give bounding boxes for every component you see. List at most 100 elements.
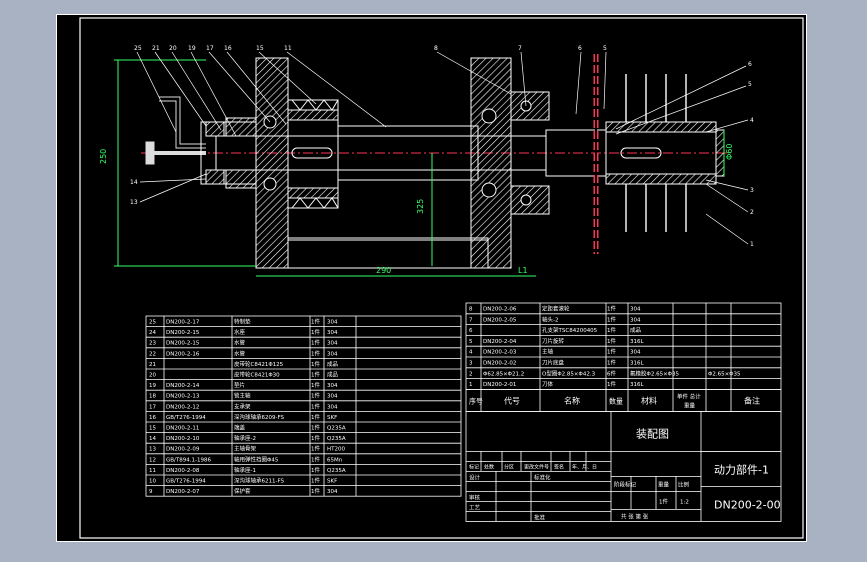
part-material: 304 (327, 404, 338, 410)
part-code: DN200-2-09 (166, 447, 200, 453)
callout-16: 16 (224, 45, 232, 52)
part-code: DN200-2-05 (483, 317, 517, 323)
part-qty: 6件 (607, 369, 616, 377)
revision-col: 标记 (469, 463, 479, 470)
part-material: 成品 (327, 360, 339, 368)
assembly-view (114, 51, 749, 277)
callout-7: 7 (518, 45, 522, 52)
part-name: 轴用弹性挡圈Φ45 (234, 455, 279, 463)
role-1: 标准化 (534, 473, 551, 481)
part-no: 16 (149, 415, 156, 421)
part-no: 10 (149, 479, 156, 485)
callout-3: 3 (750, 187, 754, 194)
assembly-label: 装配图 (636, 427, 669, 440)
part-material: 304 (327, 341, 338, 347)
header-weight: 单件 总计 (677, 392, 701, 400)
part-name: 轴承座-1 (234, 466, 256, 474)
stage-col: 比例 (678, 480, 690, 488)
stage-col: 重量 (658, 480, 670, 488)
part-material: 316L (630, 361, 644, 367)
part-code: DN200-2-02 (483, 361, 516, 367)
part-material: 成品 (327, 371, 339, 379)
part-no: 12 (149, 457, 156, 463)
part-material: 316L (630, 339, 644, 345)
part-material: 65Mn (327, 457, 343, 463)
part-qty: 1件 (311, 381, 320, 389)
part-code: Φ62.85×Φ21.2 (483, 371, 524, 377)
callout-6: 6 (578, 45, 582, 52)
callout-6-right: 6 (748, 61, 752, 68)
part-material: Q235A (327, 436, 346, 442)
header-weight-sub: 重量 (684, 401, 696, 409)
part-code: DN200-2-12 (166, 404, 199, 410)
dim-shaft-height: 325 (416, 199, 425, 214)
header-no: 序号 (469, 396, 483, 405)
part-qty: 1件 (311, 392, 320, 400)
part-code: DN200-2-07 (166, 489, 200, 495)
part-material: SKF (327, 415, 337, 421)
part-name: 保护套 (234, 487, 251, 495)
role-3: 工艺 (469, 504, 481, 511)
part-qty: 1件 (311, 371, 320, 379)
drawing-title: 动力部件-1 (714, 462, 769, 476)
part-name: 定距套滚轮 (542, 305, 570, 313)
part-code: DN200-2-06 (483, 307, 517, 313)
role-4: 批准 (534, 513, 546, 521)
revision-col: 分区 (504, 463, 514, 470)
part-no: 13 (149, 447, 156, 453)
part-qty: 1件 (607, 315, 616, 323)
callout-13: 13 (130, 199, 138, 206)
part-code: DN200-2-08 (166, 468, 200, 474)
callout-25: 25 (134, 45, 142, 52)
front-bearing-housing (470, 57, 512, 269)
part-material: SKF (327, 479, 337, 485)
header-qty: 数量 (609, 396, 623, 405)
part-no: 3 (469, 361, 473, 367)
outer-border (56, 14, 807, 542)
part-name: 主轴 (542, 348, 554, 356)
header-note: 备注 (744, 395, 760, 405)
callout-4: 4 (750, 117, 754, 124)
part-name: 孔支架TSC84200405 (542, 326, 598, 334)
part-name: 端盖 (234, 424, 246, 432)
role-2: 审核 (469, 493, 481, 501)
part-qty: 1件 (311, 434, 320, 442)
keyway-2 (620, 147, 662, 159)
part-qty: 1件 (311, 424, 320, 432)
part-no: 9 (149, 489, 153, 495)
revision-col: 签名 (554, 463, 564, 470)
part-code: DN200-2-04 (483, 339, 517, 345)
part-no: 24 (149, 330, 156, 336)
part-qty: 1件 (311, 360, 320, 368)
part-material: 304 (327, 320, 338, 326)
stage-col: 阶段标记 (614, 480, 637, 488)
part-name: 深沟球轴承6209-FS (234, 413, 285, 421)
part-name: 皮带轮C8421Φ30 (234, 371, 280, 379)
part-qty: 1件 (311, 328, 320, 336)
part-qty: 1件 (311, 318, 320, 326)
part-no: 1 (469, 382, 473, 388)
part-name: 锁主轴 (234, 392, 251, 400)
part-material: 304 (327, 351, 338, 357)
parts-list (145, 302, 782, 522)
scale-value: 1:2 (680, 499, 689, 505)
part-code: DN200-2-01 (483, 382, 516, 388)
callout-17: 17 (206, 45, 214, 52)
part-name: 皮带轮C8421Φ125 (234, 360, 284, 368)
part-material: 304 (327, 394, 338, 400)
part-no: 22 (149, 351, 156, 357)
part-material: 304 (327, 383, 338, 389)
support-bracket (255, 57, 289, 269)
part-material: 316L (630, 382, 644, 388)
part-name: 刀片旋转 (542, 337, 565, 345)
callout-21: 21 (152, 45, 160, 52)
qty-value: 1件 (659, 497, 668, 505)
sheet-count: 共 张 第 张 (621, 512, 649, 520)
callout-11: 11 (284, 45, 292, 52)
part-no: 21 (149, 362, 156, 368)
callout-14: 14 (130, 179, 138, 186)
water-pipe (159, 96, 206, 149)
part-code: DN200-2-15 (166, 341, 200, 347)
